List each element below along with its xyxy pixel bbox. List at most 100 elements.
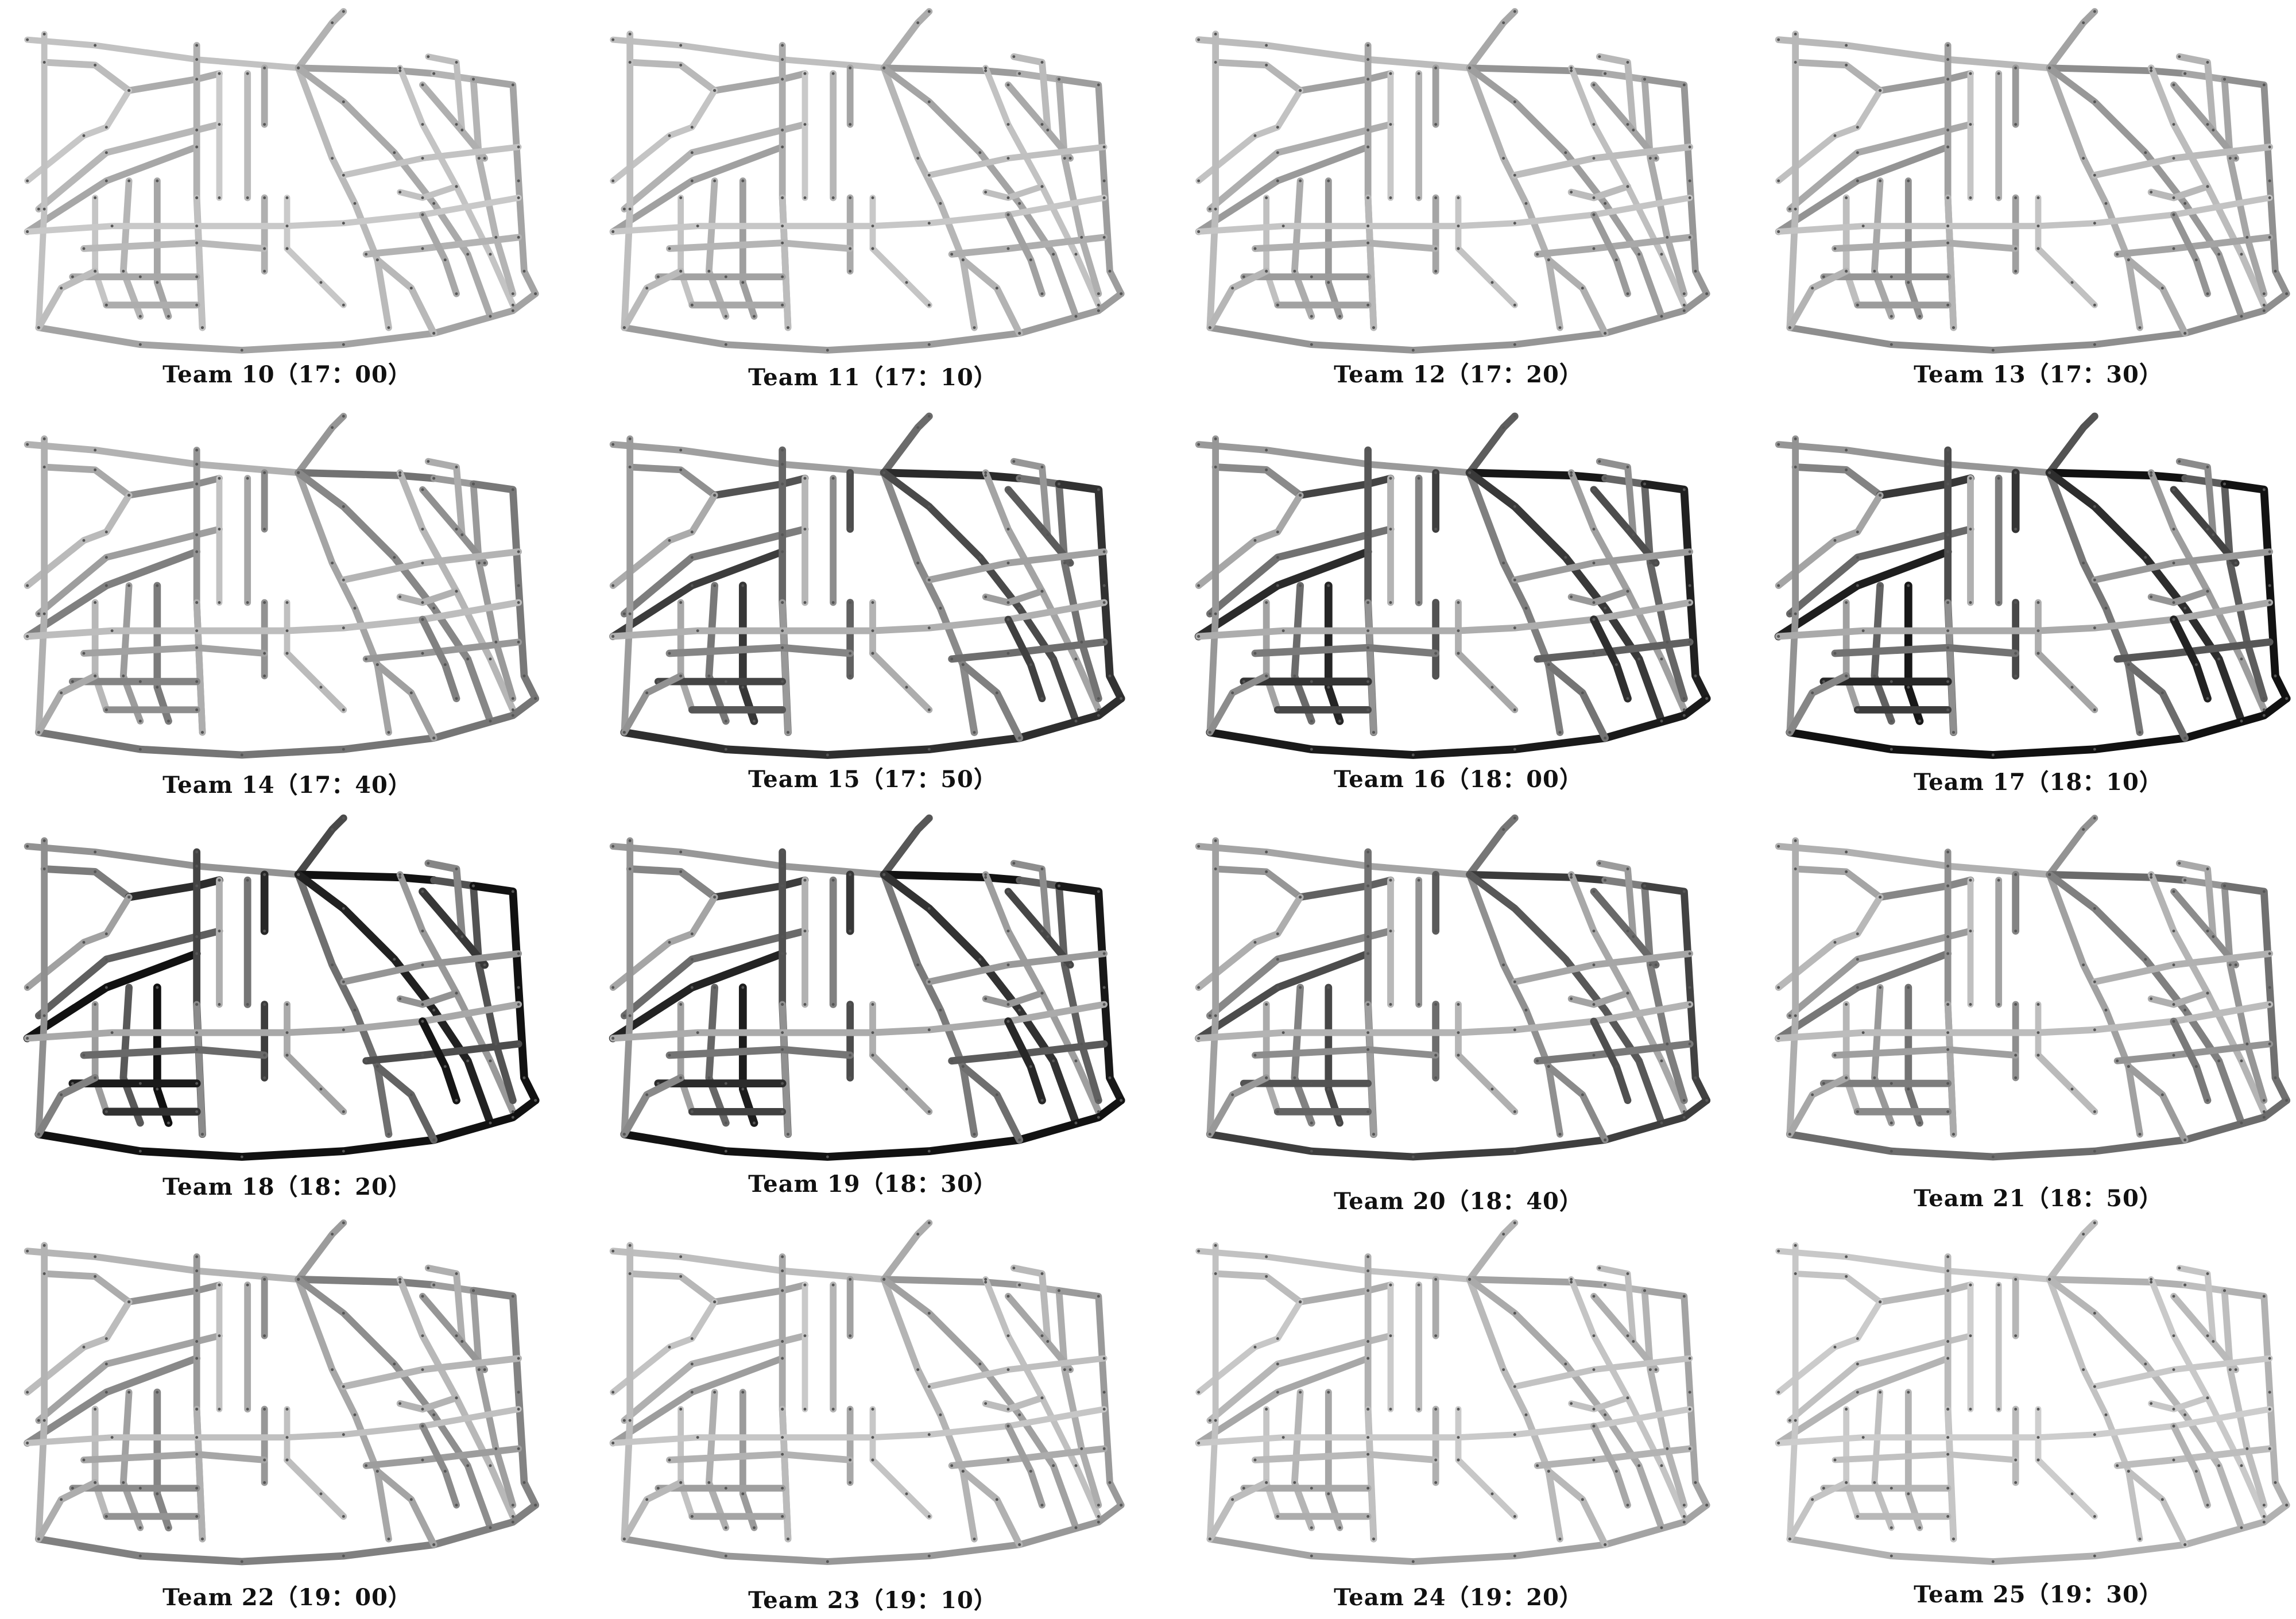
intersection-node (1208, 1419, 1211, 1422)
intersection-node (1794, 839, 1797, 842)
intersection-node (489, 315, 492, 318)
road-segment (35, 1332, 223, 1424)
intersection-node (110, 1436, 114, 1439)
intersection-node (1946, 241, 1950, 245)
intersection-node (1694, 269, 1697, 273)
intersection-node (2268, 1003, 2271, 1006)
intersection-node (1411, 348, 1415, 352)
road-segment (295, 413, 347, 477)
intersection-node (1918, 719, 1921, 723)
road-segment (1296, 474, 1395, 499)
intersection-node (2285, 292, 2289, 296)
road-network-map (1195, 814, 1711, 1161)
intersection-node (1705, 1504, 1709, 1507)
intersection-node (1046, 533, 1050, 536)
intersection-node (1006, 1020, 1010, 1023)
intersection-node (1434, 66, 1438, 69)
intersection-node (1513, 980, 1516, 983)
intersection-node (1490, 281, 1494, 284)
road-segment (1786, 525, 1974, 618)
intersection-node (342, 626, 345, 630)
intersection-node (696, 1436, 699, 1439)
network-panel: Team 18（18：20） (11, 814, 563, 1214)
intersection-node (781, 303, 784, 307)
road-segment (711, 1281, 808, 1306)
intersection-node (1592, 123, 1596, 126)
intersection-node (1592, 561, 1596, 565)
intersection-node (1694, 1076, 1697, 1079)
intersection-node (201, 326, 204, 330)
road-segment (711, 474, 809, 499)
intersection-node (1366, 1269, 1370, 1273)
road-segment (880, 1276, 1079, 1531)
intersection-node (1991, 1560, 1995, 1563)
road-segment (1296, 876, 1395, 901)
intersection-node (645, 1093, 649, 1097)
intersection-node (1214, 612, 1217, 615)
road-segment (41, 1270, 133, 1306)
panel-caption: Team 15（17：50） (748, 766, 997, 793)
intersection-node (781, 601, 784, 604)
intersection-node (2178, 55, 2181, 59)
road-network-map (1775, 1219, 2290, 1565)
road-segment (880, 1276, 1023, 1289)
intersection-node (1879, 1300, 1882, 1304)
intersection-node (26, 38, 29, 41)
road-segment (125, 475, 223, 499)
intersection-node (950, 1464, 954, 1467)
intersection-node (826, 1560, 829, 1563)
intersection-node (1991, 753, 1995, 757)
road-segment (1263, 1001, 1281, 1116)
intersection-node (427, 862, 430, 865)
intersection-node (342, 303, 345, 307)
intersection-node (927, 343, 931, 346)
intersection-node (1366, 196, 1370, 199)
intersection-node (1632, 533, 1635, 536)
intersection-node (1946, 935, 1950, 938)
intersection-node (1666, 235, 1669, 239)
intersection-node (2268, 550, 2271, 553)
intersection-node (2036, 247, 2040, 250)
intersection-node (1592, 890, 1596, 893)
intersection-node (1688, 1042, 1691, 1045)
intersection-node (2217, 657, 2221, 661)
intersection-node (803, 601, 807, 604)
intersection-node (511, 697, 514, 700)
intersection-node (2206, 1504, 2209, 1507)
intersection-node (393, 958, 396, 961)
intersection-node (656, 1486, 660, 1490)
intersection-node (195, 482, 199, 486)
intersection-node (2268, 640, 2271, 644)
intersection-node (1598, 460, 1601, 463)
intersection-node (781, 1289, 784, 1292)
road-segment (880, 64, 1023, 78)
intersection-node (2093, 1110, 2096, 1113)
intersection-node (455, 697, 458, 700)
intersection-node (871, 224, 874, 228)
intersection-node (2172, 1424, 2175, 1428)
intersection-node (138, 1554, 142, 1558)
network-panel: Team 24（19：20） (1183, 1219, 1734, 1619)
intersection-node (2138, 326, 2142, 330)
intersection-node (1879, 1391, 1882, 1394)
intersection-node (1372, 731, 1375, 734)
intersection-node (1012, 55, 1016, 59)
intersection-node (342, 708, 345, 711)
intersection-node (195, 1031, 199, 1035)
intersection-node (1682, 890, 1686, 893)
intersection-node (781, 646, 784, 649)
intersection-node (1626, 590, 1629, 593)
intersection-node (1946, 1003, 1950, 1006)
road-segment (880, 1276, 978, 1543)
intersection-node (263, 873, 266, 876)
intersection-node (2172, 83, 2175, 87)
intersection-node (285, 1408, 289, 1411)
intersection-node (1604, 72, 1607, 75)
intersection-node (1997, 72, 2000, 75)
intersection-node (432, 878, 436, 882)
intersection-node (1946, 1436, 1950, 1439)
network-panel: Team 17（18：10） (1763, 412, 2296, 812)
intersection-node (1457, 196, 1460, 199)
intersection-node (517, 1408, 520, 1411)
intersection-node (1018, 202, 1021, 205)
